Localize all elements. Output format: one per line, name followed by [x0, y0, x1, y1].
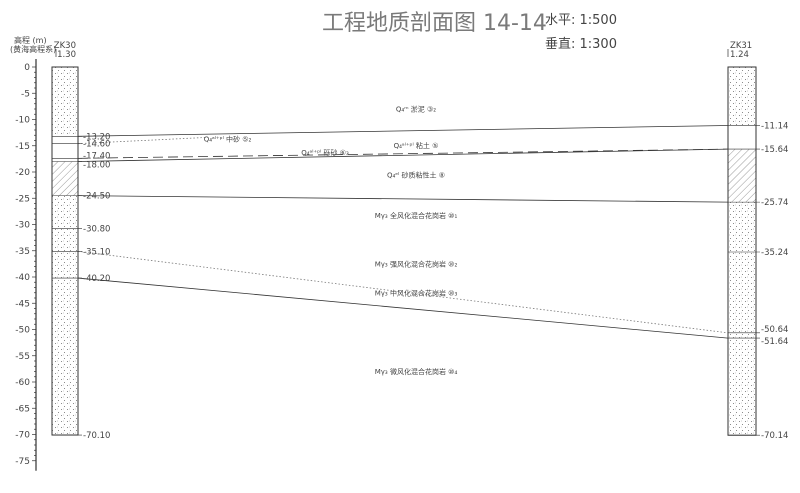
- axis-tick-label: -25: [15, 194, 30, 204]
- axis-tick-label: -30: [15, 221, 30, 231]
- depth-label: -30.80: [83, 225, 110, 235]
- scale-horizontal: 水平: 1:500: [545, 13, 617, 28]
- strata-boundary-line: [77, 195, 729, 203]
- strata-boundaries: [77, 125, 729, 339]
- depth-label: -50.64: [761, 325, 788, 335]
- axis-tick-label: -35: [15, 247, 30, 257]
- axis-tick-label: -50: [15, 326, 30, 336]
- stratum-label: Q₄ᵃˡ⁺ᵖˡ 粘土 ⑤: [394, 141, 439, 150]
- depth-label: -25.74: [761, 198, 788, 208]
- depth-label: -70.10: [83, 431, 110, 441]
- scale-vertical: 垂直: 1:300: [545, 37, 617, 52]
- strata-boundary-line: [77, 125, 729, 137]
- depth-label: -35.24: [761, 248, 788, 258]
- depth-label: -18.00: [83, 161, 110, 171]
- depth-label: -70.14: [761, 431, 788, 441]
- depth-label: -40.20: [83, 274, 110, 284]
- depth-label: -11.14: [761, 121, 788, 131]
- axis-label-datum: (黄海高程系): [10, 44, 56, 54]
- depth-label: -13.20: [83, 132, 110, 142]
- borehole-segment: [52, 136, 78, 162]
- elevation-axis: 0 -5 -10 -15 -20 -25 -30 -35 -40 -45 -50 -55 -60 -65 -…: [15, 59, 37, 471]
- borehole-segment: [52, 161, 78, 196]
- borehole-segment: [728, 125, 756, 150]
- axis-tick-label: -15: [15, 142, 30, 152]
- axis-label: 高程 (m): [14, 35, 47, 45]
- strata-labels: Q₄ᵐ 淤泥 ③₂ Q₄ᵃˡ⁺ᵖˡ 中砂 ⑤₂ Q₄ᵃˡ⁺ᵖˡ 粘土 ⑤ Q₄ᵃˡ⁺ᵖ…: [204, 105, 458, 377]
- stratum-label: Q₄ᵃˡ⁺ᵖˡ 中砂 ⑤₂: [204, 135, 252, 144]
- borehole-segment: [728, 202, 756, 436]
- depth-label: -35.10: [83, 247, 110, 257]
- borehole-segment: [52, 195, 78, 436]
- axis-tick-label: -10: [15, 116, 30, 126]
- borehole-segment: [52, 67, 78, 137]
- stratum-label: Mγ₃ 全风化混合花岗岩 ⑩₁: [375, 211, 458, 220]
- borehole-segment: [728, 67, 756, 126]
- axis-tick-label: -75: [15, 457, 30, 467]
- depth-label: -15.64: [761, 145, 788, 155]
- borehole-segment: [728, 149, 756, 203]
- diagram-title: 工程地质剖面图 14-14: [322, 11, 547, 36]
- axis-tick-label: -5: [21, 89, 30, 99]
- strata-boundary-line: [77, 136, 209, 145]
- strata-boundary-line: [77, 148, 729, 159]
- axis-tick-label: -55: [15, 352, 30, 362]
- stratum-label: Mγ₃ 微风化混合花岗岩 ⑩₄: [375, 367, 458, 376]
- depth-label: -24.50: [83, 192, 110, 202]
- axis-tick-label: 0: [24, 63, 30, 73]
- depth-label: -17.40: [83, 151, 110, 161]
- borehole-top-elevation: 1.24: [730, 50, 749, 60]
- stratum-label: Mγ₃ 强风化混合花岗岩 ⑩₂: [375, 260, 458, 269]
- strata-boundary-line: [77, 250, 729, 334]
- axis-tick-label: -70: [15, 431, 30, 441]
- axis-tick-label: -40: [15, 273, 30, 283]
- strata-boundary-line: [77, 148, 729, 162]
- stratum-label: Q₄ᵃˡ⁺ᵖˡ 砾砂 ⑥₃: [301, 148, 349, 157]
- borehole-id: ZK30: [54, 41, 76, 51]
- borehole-top-elevation: 1.30: [57, 50, 76, 60]
- axis-tick-label: -65: [15, 404, 30, 414]
- strata-boundary-line: [77, 277, 729, 339]
- depth-label: -51.64: [761, 337, 788, 347]
- borehole-id: ZK31: [730, 41, 752, 51]
- axis-tick-label: -60: [15, 378, 30, 388]
- depth-label: -14.60: [83, 140, 110, 150]
- stratum-label: Q₄ᵐ 淤泥 ③₂: [396, 105, 436, 114]
- stratum-label: Q₄ᵉˡ 砂质粘性土 ⑧: [387, 170, 445, 179]
- stratum-label: Mγ₃ 中风化混合花岗岩 ⑩₃: [375, 288, 458, 297]
- axis-tick-label: -45: [15, 299, 30, 309]
- axis-tick-label: -20: [15, 168, 30, 178]
